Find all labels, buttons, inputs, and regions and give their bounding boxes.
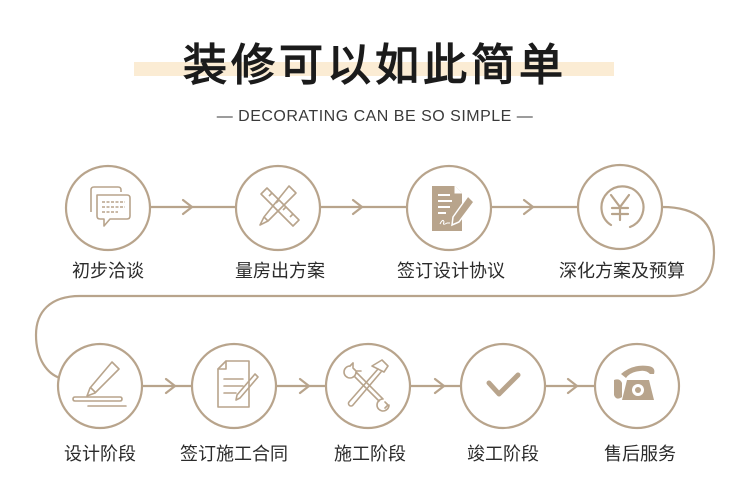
step-label-1: 初步洽谈: [72, 261, 144, 282]
step-label-5: 设计阶段: [64, 444, 136, 465]
arrow-icon: [164, 377, 177, 395]
step-label-6: 签订施工合同: [180, 444, 288, 465]
arrow-icon: [522, 198, 535, 216]
step-circle-8: [459, 342, 547, 430]
title-highlight-band: [134, 62, 614, 76]
arrow-icon: [181, 198, 194, 216]
arrow-icon: [351, 198, 364, 216]
wrench-hammer-icon: [343, 359, 390, 412]
arrow-icon: [566, 377, 579, 395]
telephone-icon: [614, 365, 655, 400]
step-label-8: 竣工阶段: [467, 444, 539, 465]
step-label-3: 签订设计协议: [397, 261, 505, 282]
page-title: 装修可以如此简单: [183, 40, 567, 91]
arrow-icon: [298, 377, 311, 395]
yuan-coin-icon: [600, 185, 645, 229]
step-label-9: 售后服务: [604, 444, 676, 465]
chat-bubbles-icon: [90, 186, 131, 227]
step-circle-5: [56, 342, 144, 430]
arrow-icon: [433, 377, 446, 395]
step-circle-2: [234, 164, 322, 252]
step-label-4: 深化方案及预算: [559, 261, 685, 282]
checkmark-icon: [486, 372, 521, 397]
step-circle-7: [324, 342, 412, 430]
snake-connector: [34, 205, 716, 380]
ruler-pencil-icon: [259, 185, 300, 227]
pen-drawing-icon: [72, 361, 127, 407]
document-pen-icon: [217, 360, 259, 408]
contract-sign-icon: [432, 186, 475, 231]
step-label-2: 量房出方案: [235, 261, 325, 282]
page-subtitle: — DECORATING CAN BE SO SIMPLE —: [216, 108, 534, 125]
step-circle-1: [64, 164, 152, 252]
step-label-7: 施工阶段: [334, 444, 406, 465]
